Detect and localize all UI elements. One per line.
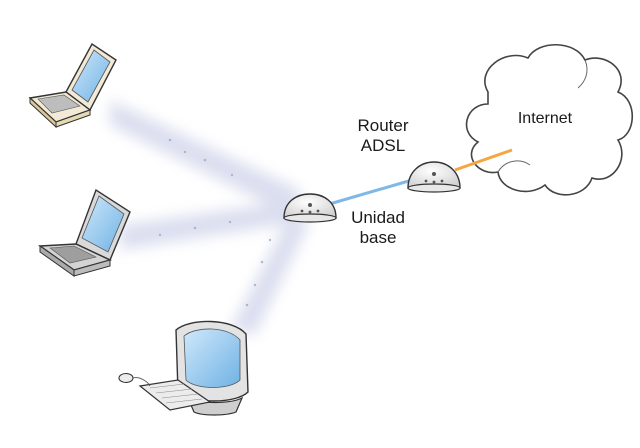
internet-label: Internet	[500, 110, 590, 128]
link-base-router	[325, 178, 413, 207]
link-router-internet	[454, 148, 513, 172]
adsl-router-icon	[407, 161, 461, 193]
router-label-line2: ADSL	[360, 135, 406, 155]
wireless-links	[110, 100, 310, 335]
base-station-icon	[283, 193, 337, 223]
internet-cloud	[465, 44, 633, 196]
wireless-dots	[158, 138, 272, 307]
router-label: Router ADSL	[348, 116, 418, 155]
wireless-beam-desktop	[230, 215, 310, 335]
base-station-label: Unidad base	[340, 208, 416, 247]
base-label-line1: Unidad	[351, 208, 405, 227]
base-label-line2: base	[359, 227, 397, 247]
desktop-computer-icon	[118, 320, 249, 416]
router-label-line1: Router	[357, 116, 409, 135]
wireless-beam-laptop-middle	[120, 200, 300, 250]
laptop-middle-icon	[37, 188, 131, 277]
internet-label-text: Internet	[517, 110, 573, 127]
laptop-top-icon	[28, 42, 117, 129]
